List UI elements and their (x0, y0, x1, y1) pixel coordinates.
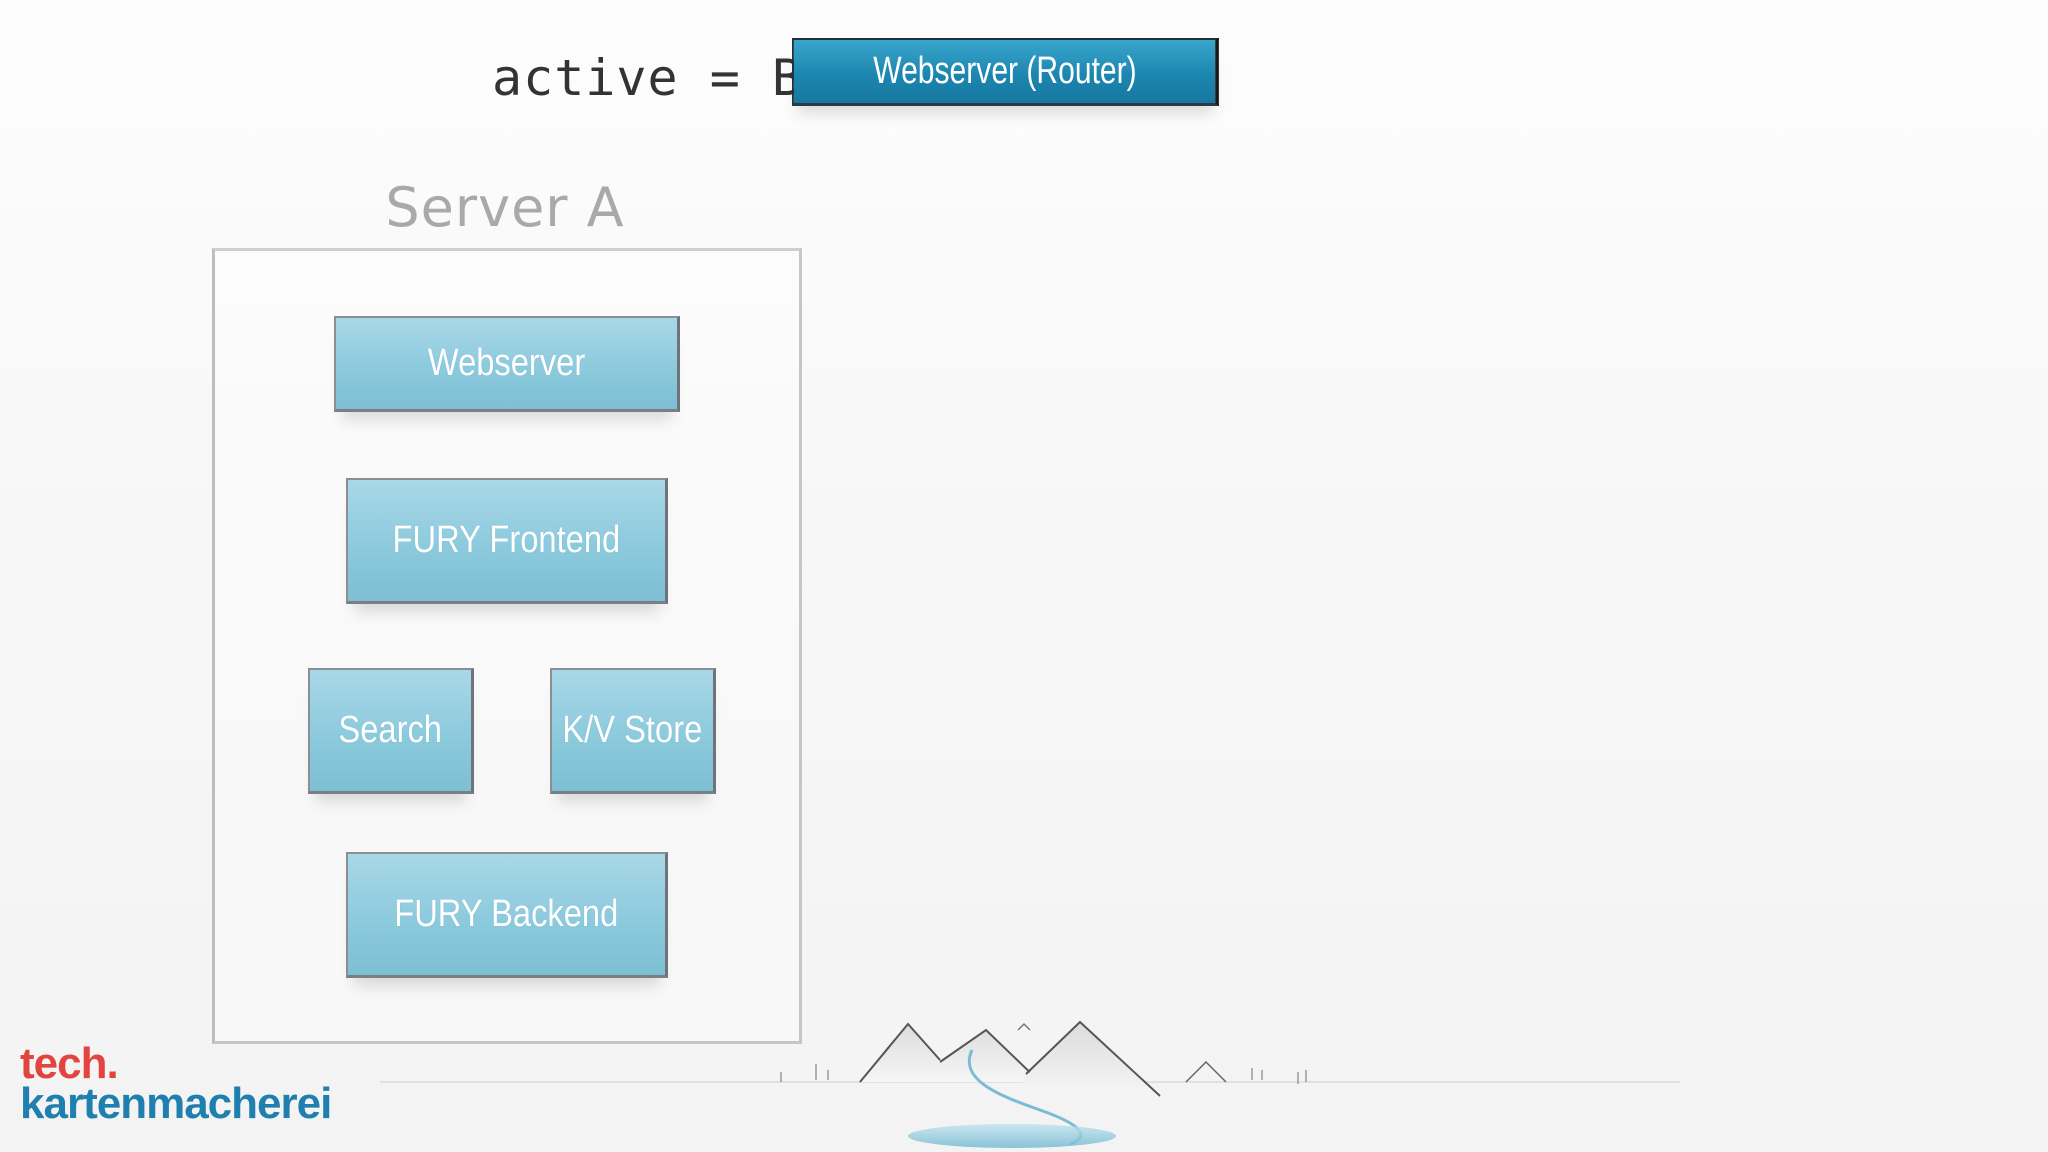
logo-line-tech: tech. (20, 1039, 119, 1088)
fury-frontend-box: FURY Frontend (346, 478, 668, 604)
active-state-label: active = B (492, 49, 804, 107)
tech-kartenmacherei-logo: tech. kartenmacherei (20, 1039, 332, 1128)
router-webserver-label: Webserver (Router) (872, 50, 1137, 92)
fury-frontend-label: FURY Frontend (392, 519, 621, 561)
kv-store-label: K/V Store (562, 709, 703, 751)
fury-backend-label: FURY Backend (394, 893, 619, 935)
router-webserver-box: Webserver (Router) (792, 38, 1219, 106)
kv-store-box: K/V Store (550, 668, 716, 794)
server-a-title: Server A (385, 176, 625, 239)
logo-line-kartenmacherei: kartenmacherei (20, 1079, 332, 1128)
mountain-landscape-illustration (380, 1020, 1680, 1148)
webserver-label: Webserver (427, 342, 586, 384)
webserver-box: Webserver (334, 316, 680, 412)
search-box: Search (308, 668, 474, 794)
fury-backend-box: FURY Backend (346, 852, 668, 978)
search-label: Search (338, 709, 443, 751)
